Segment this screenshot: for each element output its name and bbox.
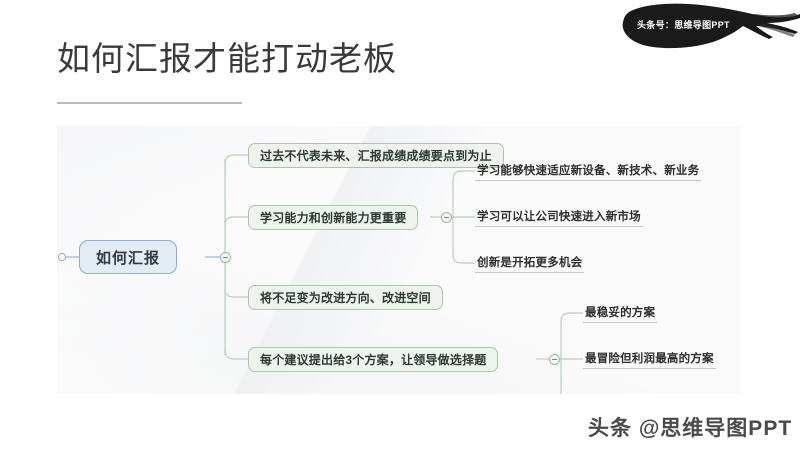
- title-divider: [57, 102, 242, 104]
- page-title: 如何汇报才能打动老板: [57, 40, 397, 77]
- footer-watermark: 头条 @思维导图PPT: [588, 417, 793, 440]
- mindmap-branch-node[interactable]: 将不足变为改进方向、改进空间: [248, 285, 443, 310]
- mindmap-branch-label: 学习能力和创新能力更重要: [260, 211, 407, 225]
- brush-stroke-icon: [622, 3, 800, 49]
- root-collapse-toggle[interactable]: [220, 252, 231, 263]
- circle-endpoint-icon[interactable]: [58, 253, 66, 261]
- mindmap-branch-label: 过去不代表未来、汇报成绩成绩要点到为止: [260, 149, 492, 163]
- mindmap-leaf-node[interactable]: 学习可以让公司快速进入新市场: [475, 207, 643, 227]
- mindmap-leaf-node[interactable]: 最冒险但利润最高的方案: [583, 349, 716, 369]
- mindmap-leaf-label: 最冒险但利润最高的方案: [585, 353, 714, 365]
- mindmap-root-node[interactable]: 如何汇报: [79, 240, 178, 274]
- brush-badge: 头条号：思维导图PPT: [617, 2, 800, 50]
- mindmap-leaf-label: 最稳妥的方案: [585, 307, 656, 319]
- mindmap-leaf-label: 学习能够快速适应新设备、新技术、新业务: [477, 165, 700, 177]
- mindmap-canvas: 如何汇报 过去不代表未来、汇报成绩成绩要点到为止 学习能力和创新能力更重要 学习…: [57, 126, 741, 394]
- mindmap-branch-node[interactable]: 学习能力和创新能力更重要: [248, 205, 419, 230]
- mindmap-branch-label: 每个建议提出给3个方案，让领导做选择题: [260, 353, 487, 367]
- mindmap-branch-node[interactable]: 过去不代表未来、汇报成绩成绩要点到为止: [248, 143, 504, 168]
- mindmap-branch-label: 将不足变为改进方向、改进空间: [260, 291, 431, 305]
- mindmap-leaf-node[interactable]: 最稳妥的方案: [583, 303, 658, 323]
- branch-collapse-toggle[interactable]: [549, 354, 560, 365]
- mindmap-leaf-node[interactable]: 学习能够快速适应新设备、新技术、新业务: [475, 161, 702, 181]
- branch-collapse-toggle[interactable]: [441, 212, 452, 223]
- mindmap-connectors: [65, 154, 583, 394]
- mindmap-root-label: 如何汇报: [96, 249, 161, 267]
- mindmap-leaf-node[interactable]: 创新是开拓更多机会: [475, 253, 585, 273]
- mindmap-leaf-label: 创新是开拓更多机会: [477, 257, 583, 269]
- mindmap-leaf-label: 学习可以让公司快速进入新市场: [477, 211, 641, 223]
- mindmap-branch-node[interactable]: 每个建议提出给3个方案，让领导做选择题: [248, 347, 499, 372]
- brush-badge-label: 头条号：思维导图PPT: [637, 20, 730, 30]
